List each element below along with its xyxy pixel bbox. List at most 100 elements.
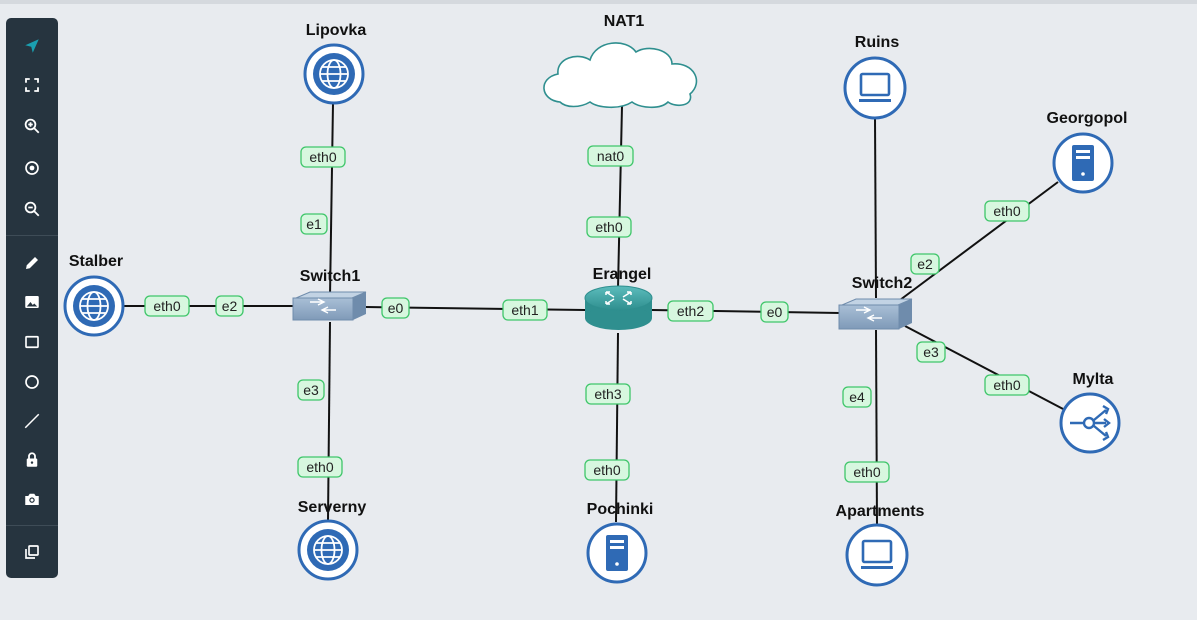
- node-label: Switch1: [300, 268, 361, 285]
- port-label[interactable]: eth1: [502, 299, 548, 321]
- link-switch1-serverny[interactable]: [327, 321, 331, 521]
- zoom-in-tool[interactable]: [6, 108, 58, 144]
- node-switch1[interactable]: Switch1: [292, 268, 367, 321]
- draw-tool[interactable]: [6, 245, 58, 281]
- globe-icon: [313, 535, 343, 565]
- svg-text:e2: e2: [917, 256, 933, 272]
- node-apartments[interactable]: Apartments: [836, 503, 925, 587]
- node-lipovka[interactable]: Lipovka: [303, 22, 367, 105]
- link-switch2-georgopol[interactable]: [899, 181, 1059, 301]
- pencil-icon: [26, 257, 38, 269]
- port-label[interactable]: eth2: [667, 300, 714, 322]
- svg-text:nat0: nat0: [597, 148, 624, 164]
- port-label[interactable]: e2: [215, 295, 244, 317]
- link-lipovka-switch1[interactable]: [329, 102, 334, 297]
- rectangle-icon: [25, 335, 39, 349]
- ellipse-tool[interactable]: [6, 364, 58, 400]
- node-pochinki[interactable]: Pochinki: [586, 501, 654, 584]
- link-nat1-erangel[interactable]: [617, 105, 623, 289]
- link-switch2-apartments[interactable]: [875, 329, 878, 526]
- target-icon: [25, 161, 39, 175]
- node-label: Erangel: [593, 266, 652, 283]
- node-label: Serverny: [298, 499, 367, 516]
- svg-text:e0: e0: [767, 304, 783, 320]
- port-label[interactable]: eth0: [984, 200, 1030, 222]
- toolbar-divider: [6, 525, 58, 526]
- ellipse-icon: [25, 375, 39, 389]
- server-icon: [1072, 145, 1094, 181]
- port-label[interactable]: e3: [916, 341, 946, 363]
- switch-icon: [292, 291, 367, 321]
- svg-text:eth0: eth0: [306, 459, 333, 475]
- link-ruins-switch2[interactable]: [874, 117, 877, 299]
- fit-tool[interactable]: [6, 67, 58, 103]
- lock-tool[interactable]: [6, 442, 58, 478]
- port-label[interactable]: eth0: [297, 456, 343, 478]
- image-tool[interactable]: [6, 284, 58, 320]
- port-label[interactable]: e0: [381, 297, 410, 319]
- svg-text:eth0: eth0: [853, 464, 880, 480]
- toolbar-divider: [6, 235, 58, 236]
- globe-icon: [79, 291, 109, 321]
- node-nat1[interactable]: NAT1: [543, 13, 698, 109]
- zoom-in-icon: [24, 118, 40, 134]
- port-label[interactable]: eth0: [984, 374, 1030, 396]
- port-label[interactable]: eth3: [585, 383, 631, 405]
- node-label: Stalber: [69, 253, 123, 270]
- camera-icon: [25, 493, 39, 505]
- top-strip: [0, 0, 1197, 4]
- node-mylta[interactable]: Mylta: [1059, 371, 1121, 454]
- port-label[interactable]: eth0: [584, 459, 630, 481]
- pointer-icon: [25, 39, 39, 53]
- node-switch2[interactable]: Switch2: [838, 275, 913, 330]
- left-toolbar: [6, 18, 58, 578]
- port-label[interactable]: e4: [842, 386, 872, 408]
- reset-zoom-tool[interactable]: [6, 150, 58, 186]
- node-georgopol[interactable]: Georgopol: [1047, 110, 1128, 194]
- globe-icon: [319, 59, 349, 89]
- port-label[interactable]: e1: [300, 213, 328, 235]
- link-erangel-pochinki[interactable]: [615, 332, 619, 523]
- lock-icon: [26, 452, 38, 467]
- node-label: Lipovka: [306, 22, 367, 39]
- svg-text:e0: e0: [388, 300, 404, 316]
- port-label[interactable]: eth0: [300, 146, 346, 168]
- svg-text:e1: e1: [306, 216, 322, 232]
- switch-icon: [838, 298, 913, 330]
- node-ruins[interactable]: Ruins: [843, 34, 907, 120]
- links: [124, 102, 1066, 526]
- node-label: Pochinki: [587, 501, 654, 518]
- port-label[interactable]: nat0: [587, 145, 634, 167]
- layers-tool[interactable]: [6, 534, 58, 570]
- svg-text:e4: e4: [849, 389, 865, 405]
- svg-text:e3: e3: [303, 382, 319, 398]
- svg-text:eth2: eth2: [677, 303, 704, 319]
- node-label: Apartments: [836, 503, 925, 520]
- line-icon: [24, 413, 40, 429]
- port-label[interactable]: eth0: [586, 216, 632, 238]
- node-serverny[interactable]: Serverny: [297, 499, 367, 581]
- link-switch2-mylta[interactable]: [904, 325, 1066, 411]
- node-label: Georgopol: [1047, 110, 1128, 127]
- port-label[interactable]: eth0: [144, 295, 190, 317]
- port-label[interactable]: e2: [910, 253, 940, 275]
- port-label[interactable]: eth0: [844, 461, 890, 483]
- rectangle-tool[interactable]: [6, 324, 58, 360]
- zoom-out-tool[interactable]: [6, 191, 58, 227]
- server-icon: [606, 535, 628, 571]
- router-icon: [584, 285, 653, 330]
- fit-screen-icon: [25, 78, 39, 92]
- port-label[interactable]: e0: [760, 301, 789, 323]
- svg-text:eth0: eth0: [309, 149, 336, 165]
- select-tool[interactable]: [6, 28, 58, 64]
- svg-text:eth3: eth3: [594, 386, 621, 402]
- layers-icon: [25, 545, 39, 559]
- port-label[interactable]: e3: [297, 379, 325, 401]
- node-stalber[interactable]: Stalber: [63, 253, 125, 337]
- svg-text:e2: e2: [222, 298, 238, 314]
- line-tool[interactable]: [6, 403, 58, 439]
- screenshot-tool[interactable]: [6, 481, 58, 517]
- zoom-out-icon: [24, 201, 40, 217]
- node-erangel[interactable]: Erangel: [584, 266, 653, 330]
